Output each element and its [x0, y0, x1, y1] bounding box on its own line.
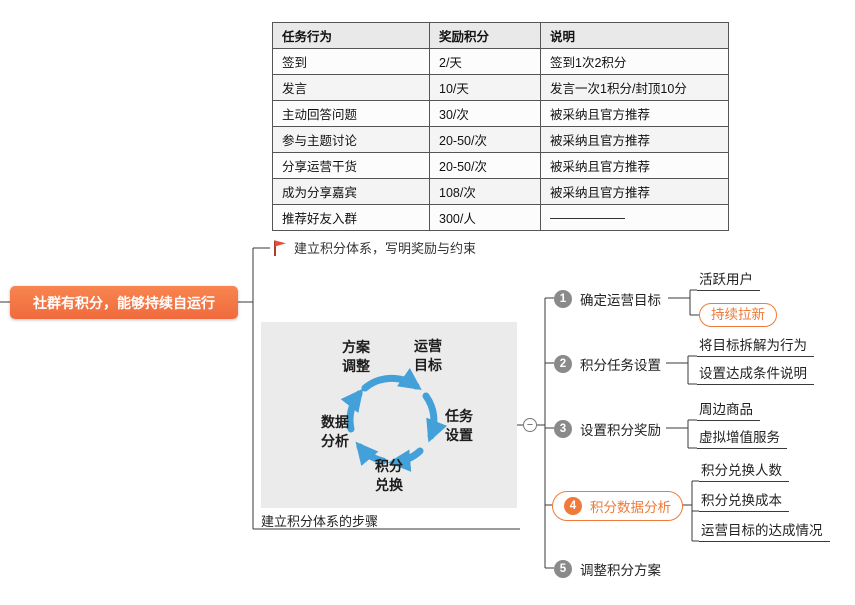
table-cell: 签到1次2积分: [540, 48, 729, 75]
leaf-item[interactable]: 活跃用户: [697, 271, 760, 291]
step-label: 调整积分方案: [580, 563, 661, 578]
leaf-item[interactable]: 虚拟增值服务: [697, 429, 787, 449]
table-row: 分享运营干货 20-50/次 被采纳且官方推荐: [272, 152, 729, 179]
table-cell: 分享运营干货: [272, 152, 430, 179]
table-cell: 30/次: [429, 100, 541, 127]
leaf-item[interactable]: 运营目标的达成情况: [699, 522, 830, 542]
table-row: 成为分享嘉宾 108/次 被采纳且官方推荐: [272, 178, 729, 205]
table-cell: 20-50/次: [429, 152, 541, 179]
leaf-item[interactable]: 设置达成条件说明: [697, 365, 814, 385]
cycle-node-operation-goal: 运营目标: [414, 338, 442, 373]
table-cell: 被采纳且官方推荐: [540, 152, 729, 179]
step-label: 积分任务设置: [580, 358, 661, 373]
step-number-badge: 4: [564, 497, 582, 515]
table-cell: 20-50/次: [429, 126, 541, 153]
table-header-cell: 说明: [540, 22, 729, 49]
leaf-item[interactable]: 将目标拆解为行为: [697, 337, 814, 357]
table-cell: 300/人: [429, 204, 541, 231]
step-item-2[interactable]: 2 积分任务设置: [554, 354, 661, 374]
table-cell: 2/天: [429, 48, 541, 75]
step-number-badge: 5: [554, 560, 572, 578]
flag-note-label: 建立积分体系，写明奖励与约束: [294, 241, 477, 256]
step-number-badge: 2: [554, 355, 572, 373]
collapse-icon[interactable]: −: [523, 418, 537, 432]
table-cell: 主动回答问题: [272, 100, 430, 127]
table-header-cell: 任务行为: [272, 22, 430, 49]
cycle-node-plan-adjust: 方案调整: [342, 339, 370, 374]
table-cell: 发言一次1积分/封顶10分: [540, 74, 729, 101]
table-cell: ——————: [540, 204, 729, 231]
step-number-badge: 1: [554, 290, 572, 308]
points-rules-table[interactable]: 任务行为 奖励积分 说明 签到 2/天 签到1次2积分 发言 10/天 发言一次…: [272, 22, 729, 231]
step-item-1[interactable]: 1 确定运营目标: [554, 289, 661, 309]
table-row: 主动回答问题 30/次 被采纳且官方推荐: [272, 100, 729, 127]
table-cell: 被采纳且官方推荐: [540, 100, 729, 127]
table-cell: 被采纳且官方推荐: [540, 126, 729, 153]
step-label: 积分数据分析: [590, 500, 671, 515]
table-row: 推荐好友入群 300/人 ——————: [272, 204, 729, 231]
table-row: 发言 10/天 发言一次1积分/封顶10分: [272, 74, 729, 101]
table-row: 参与主题讨论 20-50/次 被采纳且官方推荐: [272, 126, 729, 153]
step-item-4[interactable]: 4 积分数据分析: [552, 491, 683, 521]
leaf-item[interactable]: 积分兑换人数: [699, 462, 789, 482]
flag-icon: [274, 240, 286, 256]
root-topic[interactable]: 社群有积分，能够持续自运行: [10, 286, 238, 319]
step-item-5[interactable]: 5 调整积分方案: [554, 559, 661, 579]
leaf-item-highlighted[interactable]: 持续拉新: [699, 303, 777, 327]
table-header-cell: 奖励积分: [429, 22, 541, 49]
step-number-badge: 3: [554, 420, 572, 438]
table-header-row: 任务行为 奖励积分 说明: [272, 22, 729, 49]
table-cell: 签到: [272, 48, 430, 75]
table-cell: 被采纳且官方推荐: [540, 178, 729, 205]
table-cell: 推荐好友入群: [272, 204, 430, 231]
leaf-item[interactable]: 积分兑换成本: [699, 492, 789, 512]
table-cell: 参与主题讨论: [272, 126, 430, 153]
table-cell: 10/天: [429, 74, 541, 101]
step-label: 确定运营目标: [580, 293, 661, 308]
table-cell: 成为分享嘉宾: [272, 178, 430, 205]
step-label: 设置积分奖励: [580, 423, 661, 438]
cycle-node-points-exchange: 积分兑换: [375, 458, 403, 493]
cycle-box-caption[interactable]: 建立积分体系的步骤: [261, 514, 379, 529]
flag-note[interactable]: 建立积分体系，写明奖励与约束: [272, 238, 476, 257]
cycle-node-task-setup: 任务设置: [445, 408, 473, 443]
table-row: 签到 2/天 签到1次2积分: [272, 48, 729, 75]
step-item-3[interactable]: 3 设置积分奖励: [554, 419, 661, 439]
cycle-node-data-analysis: 数据分析: [321, 414, 349, 449]
table-cell: 108/次: [429, 178, 541, 205]
table-cell: 发言: [272, 74, 430, 101]
leaf-item[interactable]: 周边商品: [697, 401, 760, 421]
